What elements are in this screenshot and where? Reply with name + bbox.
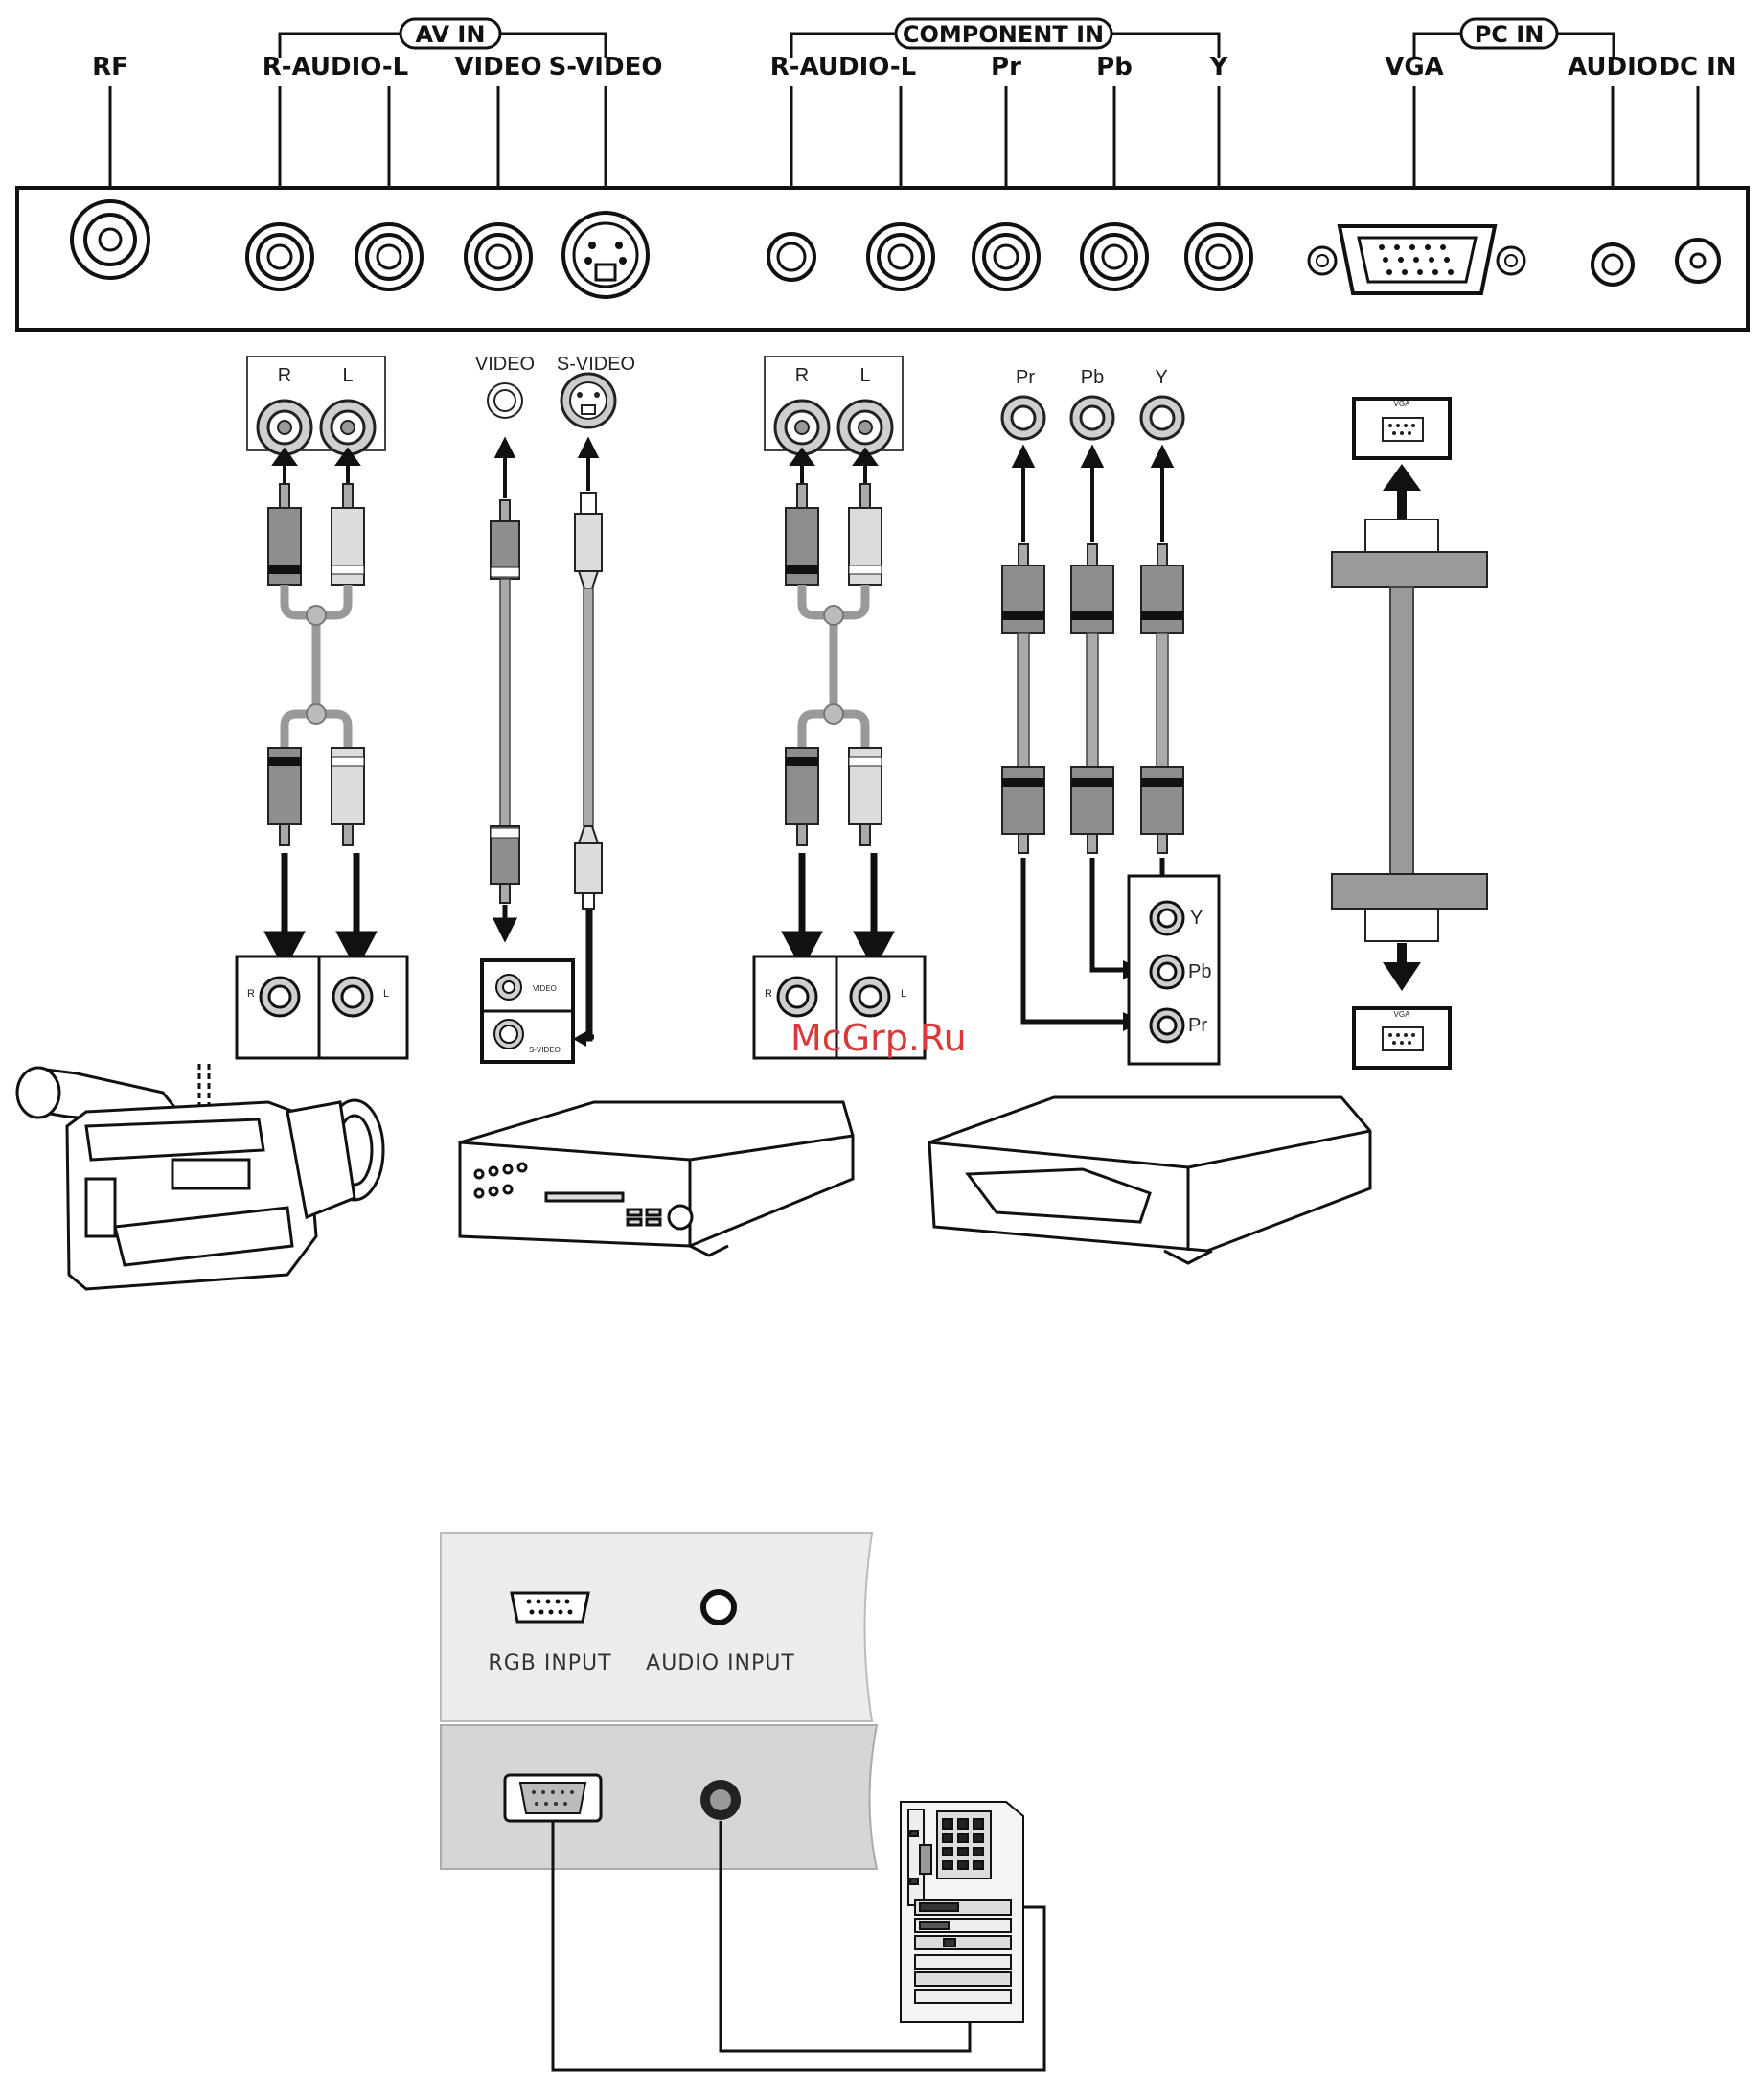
video-svideo-cable: VIDEO S-VIDEO — [475, 354, 635, 1062]
svideo-jack — [563, 213, 648, 297]
component-jack-pr: Pr — [1188, 1015, 1207, 1036]
port-label-vga: VGA — [1385, 53, 1444, 81]
port-label-pc-audio: AUDIO — [1568, 53, 1658, 81]
settop-box-image — [929, 1097, 1370, 1263]
camcorder-jack-l: L — [383, 988, 389, 1000]
group-label-av-in: AV IN — [416, 21, 486, 48]
rgb-port-icon — [512, 1593, 588, 1622]
port-label-pb: Pb — [1096, 53, 1133, 81]
rf-jack — [72, 201, 149, 278]
comp-audio-jack-l — [868, 224, 933, 289]
component-jack-y: Y — [1190, 908, 1203, 929]
pc-audio-jack — [1592, 244, 1633, 285]
port-label-rf: RF — [92, 53, 128, 81]
audio-jack-l: L — [901, 988, 906, 1000]
dvd-jack-video: VIDEO — [533, 984, 557, 993]
group-label-pc-in: PC IN — [1475, 21, 1545, 48]
av-audio-r-jack — [247, 224, 312, 289]
y-jack — [1186, 224, 1251, 289]
audio-input-label: AUDIO INPUT — [646, 1651, 795, 1675]
watermark-text: McGrp.Ru — [790, 1017, 967, 1059]
component-video-cable: Pr Pb Y — [1002, 367, 1219, 1064]
cable-label-y: Y — [1155, 367, 1167, 388]
av-audio-cable: R L — [237, 357, 407, 1058]
port-label-svideo: S-VIDEO — [549, 53, 663, 81]
cable-label-l: L — [859, 365, 870, 386]
video-jack — [466, 224, 531, 289]
audio-port-icon — [703, 1592, 734, 1623]
cable-label-pr: Pr — [1016, 367, 1035, 388]
av-audio-l-jack — [356, 224, 422, 289]
cable-label-r: R — [795, 365, 809, 386]
cable-label-vga-bottom: VGA — [1394, 1010, 1411, 1019]
cable-label-r: R — [278, 365, 291, 386]
cable-label-video: VIDEO — [475, 354, 535, 375]
audio-jack-r: R — [765, 988, 772, 1000]
port-label-dc-in: DC IN — [1659, 53, 1736, 81]
cable-label-vga-top: VGA — [1394, 400, 1411, 408]
group-label-component-in: COMPONENT IN — [903, 21, 1104, 48]
pc-connection: RGB INPUT AUDIO INPUT — [441, 1533, 1044, 2070]
port-label-video: VIDEO — [454, 53, 541, 81]
cable-label-svideo: S-VIDEO — [557, 354, 635, 375]
pc-tower-image — [901, 1802, 1023, 2022]
pb-jack — [1082, 224, 1147, 289]
port-label-comp-audio: R-AUDIO-L — [770, 53, 916, 81]
vga-cable: VGA VGA — [1332, 399, 1487, 1068]
component-jack-pb: Pb — [1188, 961, 1211, 982]
dc-in-jack — [1677, 240, 1719, 282]
cable-label-pb: Pb — [1081, 367, 1104, 388]
port-label-pr: Pr — [991, 53, 1021, 81]
camcorder-jack-r: R — [247, 988, 255, 1000]
dvd-jack-svideo: S-VIDEO — [529, 1046, 561, 1054]
camcorder-image — [17, 1064, 383, 1289]
rear-panel — [17, 188, 1748, 330]
dvd-player-image — [460, 1102, 853, 1256]
port-labels: RF R-AUDIO-L VIDEO S-VIDEO R-AUDIO-L Pr … — [92, 53, 1736, 81]
port-label-av-audio: R-AUDIO-L — [263, 53, 408, 81]
comp-audio-cable: R L R — [754, 357, 925, 1058]
rgb-input-label: RGB INPUT — [488, 1651, 611, 1675]
comp-audio-jack-r — [768, 234, 814, 280]
cable-label-l: L — [342, 365, 353, 386]
port-label-y: Y — [1209, 53, 1229, 81]
pr-jack — [974, 224, 1039, 289]
